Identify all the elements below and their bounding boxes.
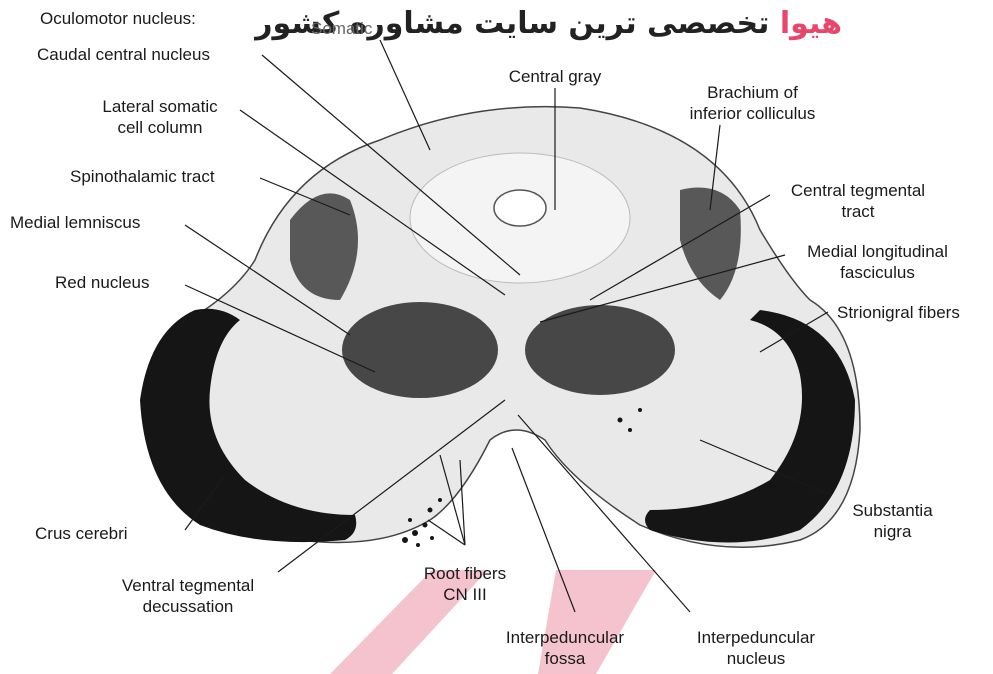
label-strionigral-fibers: Strionigral fibers xyxy=(837,302,960,323)
label-ventral-tegmental-decussation: Ventral tegmental decussation xyxy=(98,575,278,617)
label-red-nucleus: Red nucleus xyxy=(55,272,150,293)
label-crus-cerebri: Crus cerebri xyxy=(35,523,128,544)
label-lateral-somatic-cell-column: Lateral somatic cell column xyxy=(80,96,240,138)
label-central-gray: Central gray xyxy=(493,66,617,87)
label-spinothalamic-tract: Spinothalamic tract xyxy=(70,166,215,187)
label-root-fibers-cn-iii: Root fibers CN III xyxy=(405,563,525,605)
label-substantia-nigra: Substantia nigra xyxy=(830,500,955,542)
label-central-tegmental-tract: Central tegmental tract xyxy=(768,180,948,222)
label-brachium-inferior-colliculus: Brachium of inferior colliculus xyxy=(665,82,840,124)
label-caudal-central-nucleus: Caudal central nucleus xyxy=(37,44,210,65)
label-medial-lemniscus: Medial lemniscus xyxy=(10,212,140,233)
label-interpeduncular-fossa: Interpeduncular fossa xyxy=(490,627,640,669)
label-oculomotor-nucleus: Oculomotor nucleus: xyxy=(40,8,196,29)
label-medial-longitudinal-fasciculus: Medial longitudinal fasciculus xyxy=(785,241,970,283)
watermark-brand: هیوا xyxy=(780,6,842,41)
tegmental-dark-left xyxy=(342,302,498,398)
tegmental-dark-right xyxy=(525,305,675,395)
label-interpeduncular-nucleus: Interpeduncular nucleus xyxy=(676,627,836,669)
cerebral-aqueduct xyxy=(494,190,546,226)
label-oculomotor-overlap: Somatic xyxy=(311,18,372,39)
